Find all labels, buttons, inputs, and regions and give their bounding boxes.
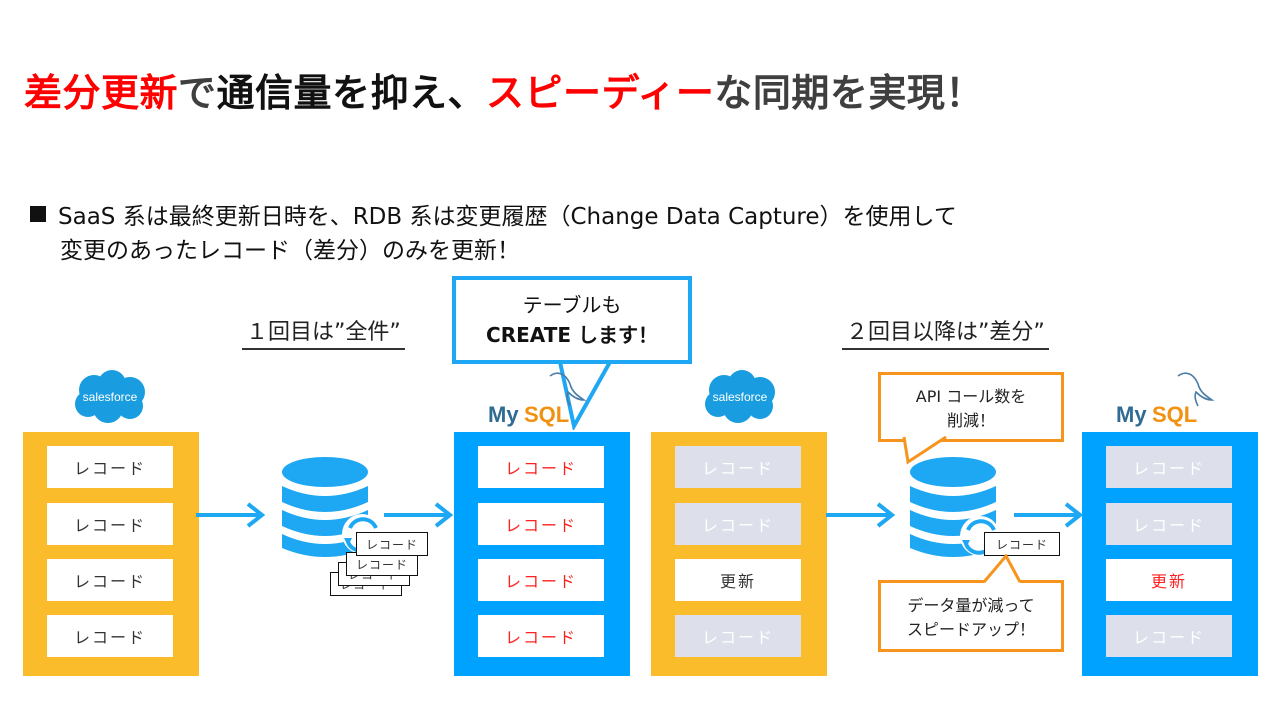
salesforce-column-diff: レコード レコード 更新 レコード: [651, 432, 827, 676]
bullet-text: SaaS 系は最終更新日時を、RDB 系は変更履歴（Change Data Ca…: [30, 200, 957, 268]
salesforce-column-full: レコード レコード レコード レコード: [23, 432, 199, 676]
callout-api-line2: 削減！: [946, 411, 995, 430]
callout-create-line2: CREATE します！: [486, 323, 658, 347]
title-part-traffic: 通信量を抑え、: [216, 71, 487, 115]
callout-blue-tail: [558, 360, 628, 430]
mysql-logo-my: My: [1116, 402, 1147, 427]
salesforce-logo-icon: salesforce: [705, 370, 775, 423]
title-part-de: で: [178, 71, 217, 115]
record-item: レコード: [47, 503, 173, 545]
transfer-record-diff: レコード: [984, 532, 1060, 556]
phase-label-first: １回目は”全件”: [242, 314, 405, 350]
mysql-logo-sql: SQL: [1152, 402, 1197, 427]
record-item: レコード: [47, 446, 173, 488]
mysql-logo-sql: SQL: [524, 402, 569, 427]
record-item-unchanged: レコード: [1106, 503, 1232, 545]
record-item-created: レコード: [478, 559, 604, 601]
bullet-line-2: 変更のあったレコード（差分）のみを更新！: [60, 238, 520, 264]
callout-speed-line2: スピードアップ！: [906, 620, 1035, 639]
title-part-sync: な同期を実現！: [714, 71, 984, 115]
mysql-column-diff: レコード レコード 更新 レコード: [1082, 432, 1258, 676]
slide-title: 差分更新で通信量を抑え、スピーディーな同期を実現！: [24, 62, 984, 117]
callout-create-table: テーブルも CREATE します！: [452, 276, 692, 364]
record-item-created: レコード: [478, 503, 604, 545]
record-item-unchanged: レコード: [1106, 446, 1232, 488]
arrow-right-icon: [384, 502, 454, 528]
callout-api-line1: API コール数を: [915, 387, 1027, 406]
salesforce-logo-icon: salesforce: [75, 370, 145, 423]
callout-orange-tail: [982, 554, 1022, 583]
record-item-unchanged: レコード: [1106, 615, 1232, 657]
callout-create-line1: テーブルも: [522, 293, 622, 317]
bullet-line-1: SaaS 系は最終更新日時を、RDB 系は変更履歴（Change Data Ca…: [58, 204, 957, 230]
bullet-square-icon: [30, 206, 46, 222]
mysql-column-full: レコード レコード レコード レコード: [454, 432, 630, 676]
record-item-unchanged: レコード: [675, 503, 801, 545]
callout-orange-tail: [902, 436, 948, 465]
transfer-record-stack: レコード: [346, 552, 418, 576]
record-item-created: レコード: [478, 615, 604, 657]
title-part-diff-update: 差分更新: [24, 71, 179, 115]
salesforce-logo-text: salesforce: [713, 390, 768, 404]
phase-label-second: ２回目以降は”差分”: [842, 314, 1049, 350]
salesforce-logo-text: salesforce: [83, 390, 138, 404]
record-item-updated: 更新: [675, 559, 801, 601]
record-item-unchanged: レコード: [675, 446, 801, 488]
mysql-logo-icon: My SQL: [488, 372, 587, 427]
callout-api-reduction: API コール数を 削減！: [878, 372, 1064, 442]
callout-speed-line1: データ量が減って: [907, 596, 1035, 615]
record-item: レコード: [47, 615, 173, 657]
arrow-right-icon: [1014, 502, 1084, 528]
record-item-created: レコード: [478, 446, 604, 488]
record-item-updated: 更新: [1106, 559, 1232, 601]
arrow-right-icon: [196, 502, 266, 528]
transfer-record-top: レコード: [356, 532, 428, 556]
callout-speed-up: データ量が減って スピードアップ！: [878, 580, 1064, 652]
record-item: レコード: [47, 559, 173, 601]
record-item-unchanged: レコード: [675, 615, 801, 657]
title-part-speedy: スピーディー: [486, 71, 715, 115]
mysql-logo-my: My: [488, 402, 519, 427]
arrow-right-icon: [826, 502, 896, 528]
mysql-logo-icon: My SQL: [1116, 372, 1215, 427]
